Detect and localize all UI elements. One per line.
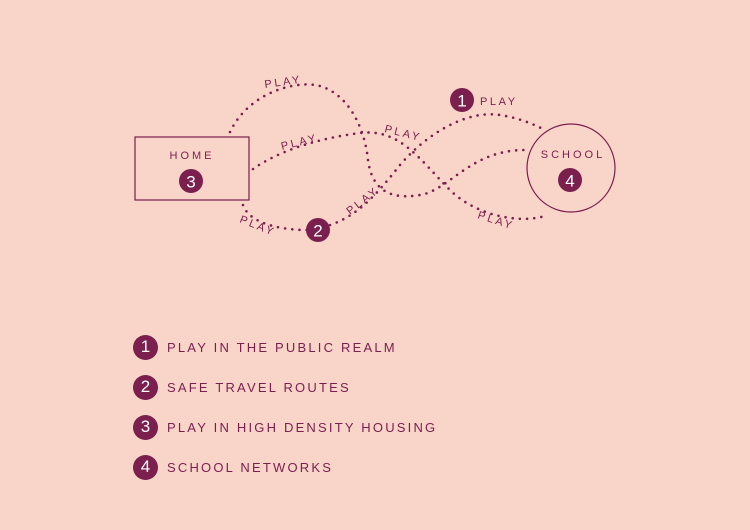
svg-text:4: 4 bbox=[565, 172, 574, 191]
school-label: SCHOOL bbox=[541, 149, 605, 161]
number-badge: 2 bbox=[133, 374, 158, 400]
route-safe-to-school bbox=[328, 112, 545, 227]
route-badge-2: 2 bbox=[306, 218, 330, 242]
legend-item: 4 SCHOOL NETWORKS bbox=[133, 447, 437, 487]
home-label: HOME bbox=[170, 150, 215, 162]
route-home-top-loop bbox=[228, 83, 527, 198]
school-circle bbox=[526, 123, 616, 213]
legend: 1 PLAY IN THE PUBLIC REALM 2 SAFE TRAVEL… bbox=[133, 327, 437, 487]
play-label: PLAY bbox=[480, 96, 518, 108]
legend-item: 3 PLAY IN HIGH DENSITY HOUSING bbox=[133, 407, 437, 447]
number-badge: 1 bbox=[133, 334, 158, 360]
legend-item: 2 SAFE TRAVEL ROUTES bbox=[133, 367, 437, 407]
play-label: PLAY bbox=[344, 185, 381, 218]
play-label: PLAY bbox=[264, 74, 303, 91]
play-label: PLAY bbox=[280, 132, 320, 153]
legend-label: SAFE TRAVEL ROUTES bbox=[167, 379, 351, 395]
school-badge: 4 bbox=[558, 168, 582, 192]
play-label: PLAY bbox=[238, 214, 277, 239]
svg-text:2: 2 bbox=[313, 222, 322, 241]
legend-label: PLAY IN THE PUBLIC REALM bbox=[167, 339, 397, 355]
play-label: PLAY bbox=[383, 123, 423, 144]
route-badge-1: 1 bbox=[450, 88, 474, 112]
svg-text:3: 3 bbox=[186, 173, 195, 192]
number-badge: 3 bbox=[133, 414, 158, 440]
legend-item: 1 PLAY IN THE PUBLIC REALM bbox=[133, 327, 437, 367]
route-home-middle bbox=[251, 131, 550, 221]
route-home-lower bbox=[241, 203, 309, 232]
number-badge: 4 bbox=[133, 454, 158, 480]
home-badge: 3 bbox=[179, 169, 203, 193]
play-label: PLAY bbox=[476, 209, 516, 232]
legend-label: SCHOOL NETWORKS bbox=[167, 459, 334, 475]
home-box bbox=[134, 136, 250, 201]
legend-label: PLAY IN HIGH DENSITY HOUSING bbox=[167, 419, 438, 435]
svg-text:1: 1 bbox=[457, 92, 466, 111]
